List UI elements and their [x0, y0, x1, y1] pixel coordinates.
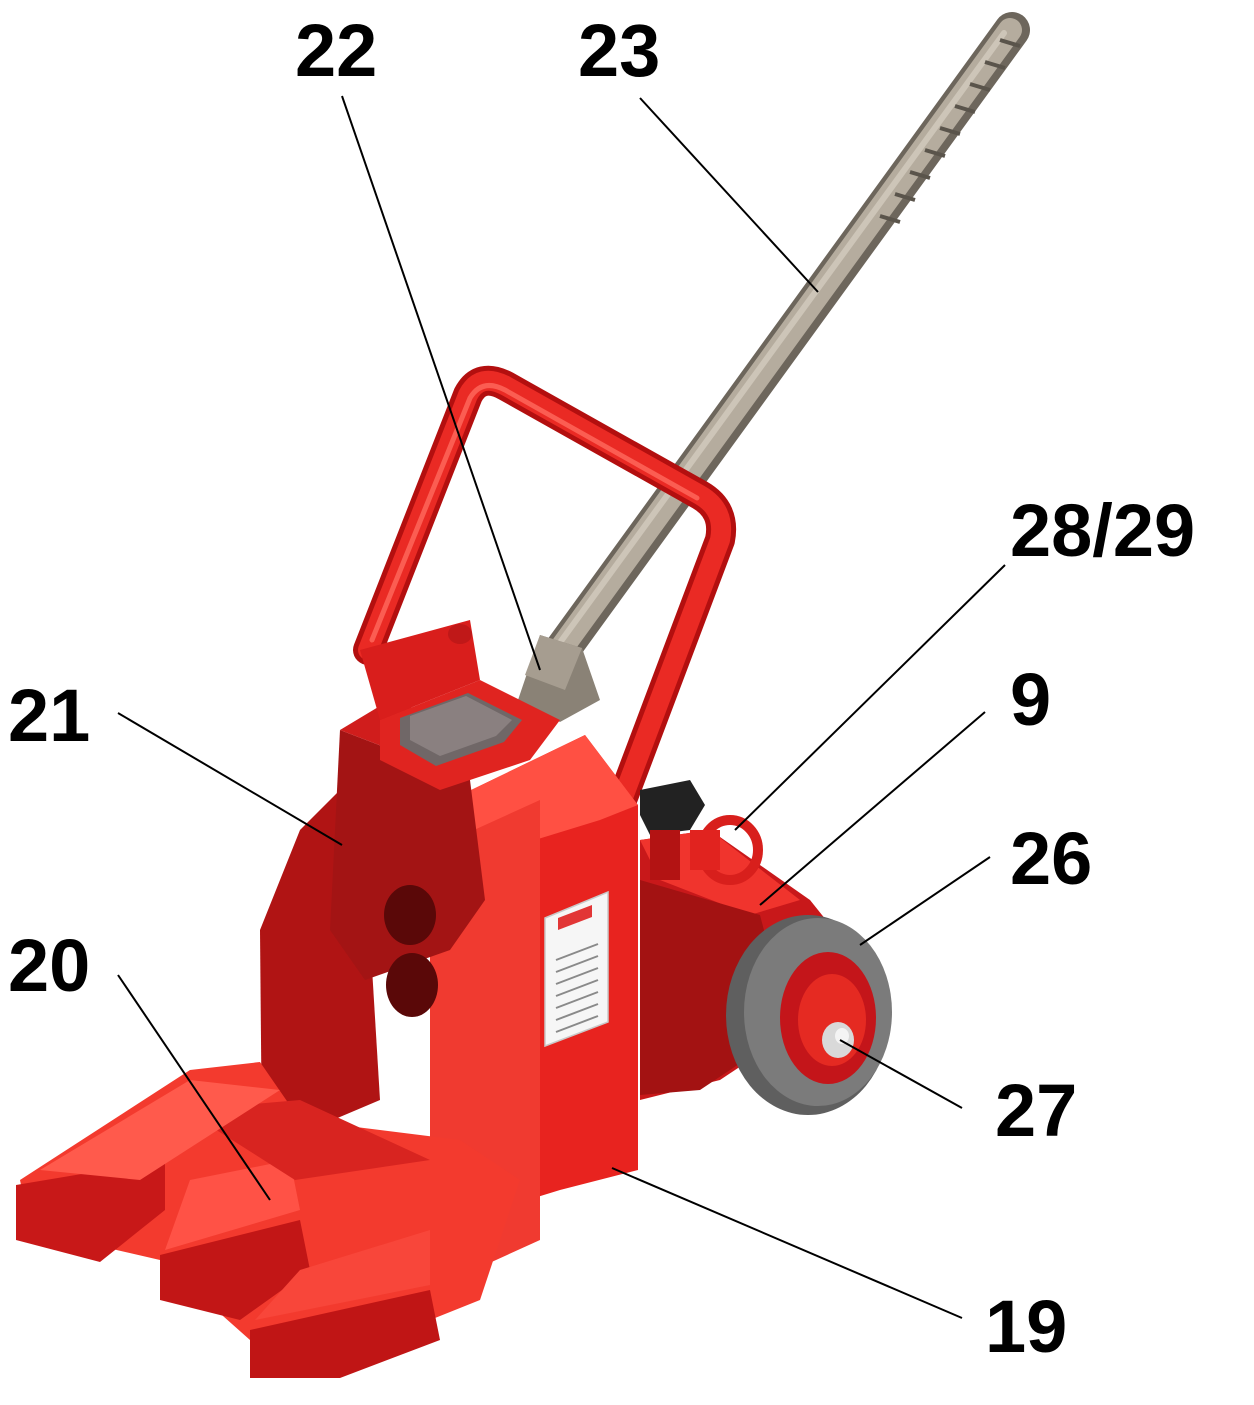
leader-26 — [859, 856, 991, 946]
release-valve-knob — [640, 780, 705, 835]
operating-lever — [544, 12, 1030, 668]
callout-27: 27 — [995, 1069, 1077, 1152]
head-bore-upper — [384, 885, 436, 945]
leader-21 — [117, 712, 343, 846]
leader-27 — [839, 1039, 963, 1109]
leader-9 — [759, 711, 986, 906]
wheel-assembly — [726, 915, 892, 1115]
lifting-head — [330, 620, 560, 1017]
leader-22 — [341, 95, 541, 671]
leader-28-29 — [734, 564, 1006, 831]
leader-23 — [639, 97, 819, 293]
leader-20 — [117, 974, 271, 1201]
head-bore-lower — [386, 953, 438, 1017]
callout-labels: 22 23 28/29 21 9 26 20 27 19 — [8, 9, 1195, 1368]
callout-20: 20 — [8, 924, 90, 1007]
leader-19 — [611, 1167, 963, 1319]
callout-26: 26 — [1010, 817, 1092, 900]
lever-socket — [518, 635, 600, 722]
callout-19: 19 — [985, 1285, 1067, 1368]
leader-lines — [117, 95, 1006, 1319]
identification-plate — [544, 890, 609, 1048]
lever-grip-knurling — [879, 38, 1021, 224]
jack-illustration — [16, 12, 1030, 1378]
callout-28-29: 28/29 — [1010, 489, 1195, 572]
callout-22: 22 — [295, 9, 377, 92]
main-body — [260, 735, 638, 1290]
callout-21: 21 — [8, 674, 90, 757]
toe-base — [16, 1062, 520, 1378]
callout-23: 23 — [578, 9, 660, 92]
callout-9: 9 — [1010, 658, 1051, 741]
